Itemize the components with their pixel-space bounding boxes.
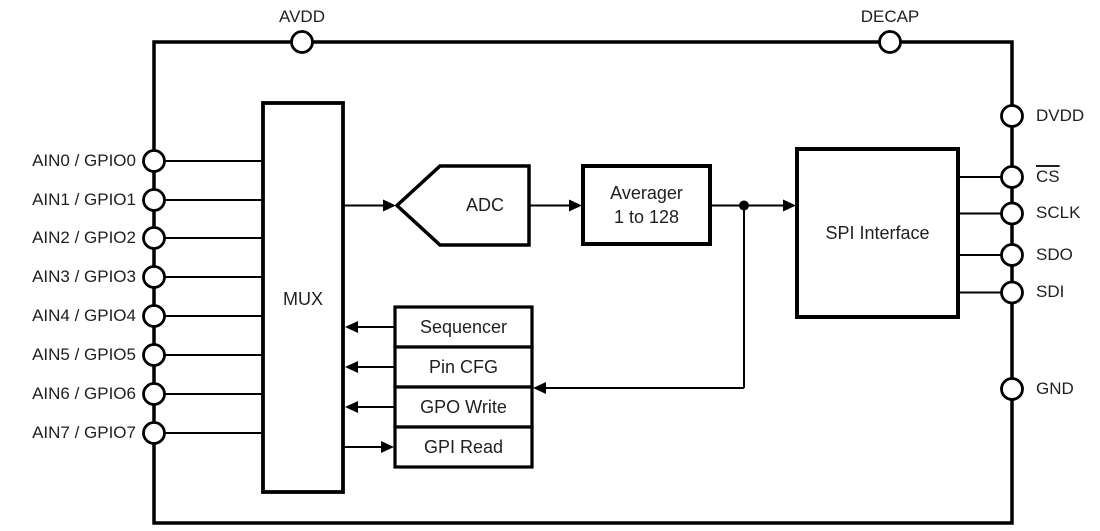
spi-label: SPI Interface bbox=[825, 223, 930, 243]
pin-ain5 bbox=[142, 343, 166, 367]
pin-label-decap: DECAP bbox=[860, 7, 920, 26]
junction-dot bbox=[739, 200, 749, 211]
arrow-gpowrite-to-mux bbox=[345, 401, 358, 413]
pin-avdd bbox=[290, 30, 314, 54]
pin-label-sclk: SCLK bbox=[1036, 203, 1081, 222]
register-stack bbox=[393, 305, 534, 469]
arrow-mux-to-adc bbox=[383, 199, 396, 212]
spi-pin-wires bbox=[958, 176, 1004, 294]
arrow-adc-to-averager bbox=[569, 199, 582, 212]
gpo-write-block bbox=[393, 385, 534, 429]
pin-label-cs: CS bbox=[1036, 166, 1060, 188]
pin-label-ain4: AIN4 / GPIO4 bbox=[32, 306, 136, 325]
pin-ain3 bbox=[142, 265, 166, 289]
pin-label-gnd: GND bbox=[1036, 379, 1074, 398]
pin-label-ain6: AIN6 / GPIO6 bbox=[32, 384, 136, 403]
pin-dvdd bbox=[1000, 104, 1024, 128]
pin-ain2 bbox=[142, 226, 166, 250]
pin-ain4 bbox=[142, 304, 166, 328]
gpi-read-label: GPI Read bbox=[423, 437, 504, 457]
averager-label: Averager 1 to 128 bbox=[583, 181, 710, 229]
cs-overline-text: CS bbox=[1036, 167, 1060, 186]
sequencer-label: Sequencer bbox=[419, 317, 508, 337]
pin-label-ain5: AIN5 / GPIO5 bbox=[32, 345, 136, 364]
pin-label-ain0: AIN0 / GPIO0 bbox=[32, 151, 136, 170]
pin-ain7 bbox=[142, 421, 166, 445]
pin-ain1 bbox=[142, 188, 166, 212]
averager-label-line1: Averager bbox=[610, 183, 683, 203]
spi-block bbox=[795, 147, 960, 319]
pin-ain0 bbox=[142, 149, 166, 173]
gpo-write-label: GPO Write bbox=[420, 397, 507, 417]
sequencer-block bbox=[393, 305, 534, 349]
pin-sclk bbox=[1000, 201, 1024, 226]
pin-decap bbox=[878, 30, 902, 54]
arrowheads bbox=[345, 199, 796, 453]
pin-cfg-block bbox=[393, 345, 534, 389]
arrow-mux-to-gpiread bbox=[381, 441, 394, 453]
pin-label-ain2: AIN2 / GPIO2 bbox=[32, 228, 136, 247]
adc-label: ADC bbox=[465, 195, 504, 215]
signal-path-wires bbox=[343, 204, 785, 448]
pin-circles bbox=[142, 30, 1024, 445]
arrow-pincfg-to-mux bbox=[345, 361, 358, 373]
mux-block bbox=[261, 101, 345, 494]
pin-label-sdi: SDI bbox=[1036, 282, 1065, 301]
averager-label-line2: 1 to 128 bbox=[613, 207, 680, 227]
pin-cs bbox=[1000, 165, 1024, 189]
arrow-spi-to-registers bbox=[533, 382, 546, 394]
pin-gnd bbox=[1000, 377, 1024, 401]
left-pin-wires bbox=[154, 160, 263, 434]
pin-label-ain1: AIN1 / GPIO1 bbox=[32, 190, 136, 209]
pin-cfg-label: Pin CFG bbox=[428, 357, 498, 377]
mux-label: MUX bbox=[283, 289, 323, 309]
pin-sdi bbox=[1000, 280, 1024, 305]
pin-label-dvdd: DVDD bbox=[1036, 106, 1085, 125]
pin-label-sdo: SDO bbox=[1036, 245, 1073, 264]
arrow-averager-to-spi bbox=[783, 199, 796, 212]
pin-label-ain7: AIN7 / GPIO7 bbox=[32, 423, 136, 442]
arrow-sequencer-to-mux bbox=[345, 321, 358, 333]
pin-sdo bbox=[1000, 243, 1024, 267]
pin-label-ain3: AIN3 / GPIO3 bbox=[32, 267, 136, 286]
pin-label-avdd: AVDD bbox=[279, 7, 325, 26]
gpi-read-block bbox=[393, 425, 534, 469]
adc-block bbox=[394, 164, 531, 247]
averager-block bbox=[581, 164, 712, 246]
pin-ain6 bbox=[142, 382, 166, 406]
